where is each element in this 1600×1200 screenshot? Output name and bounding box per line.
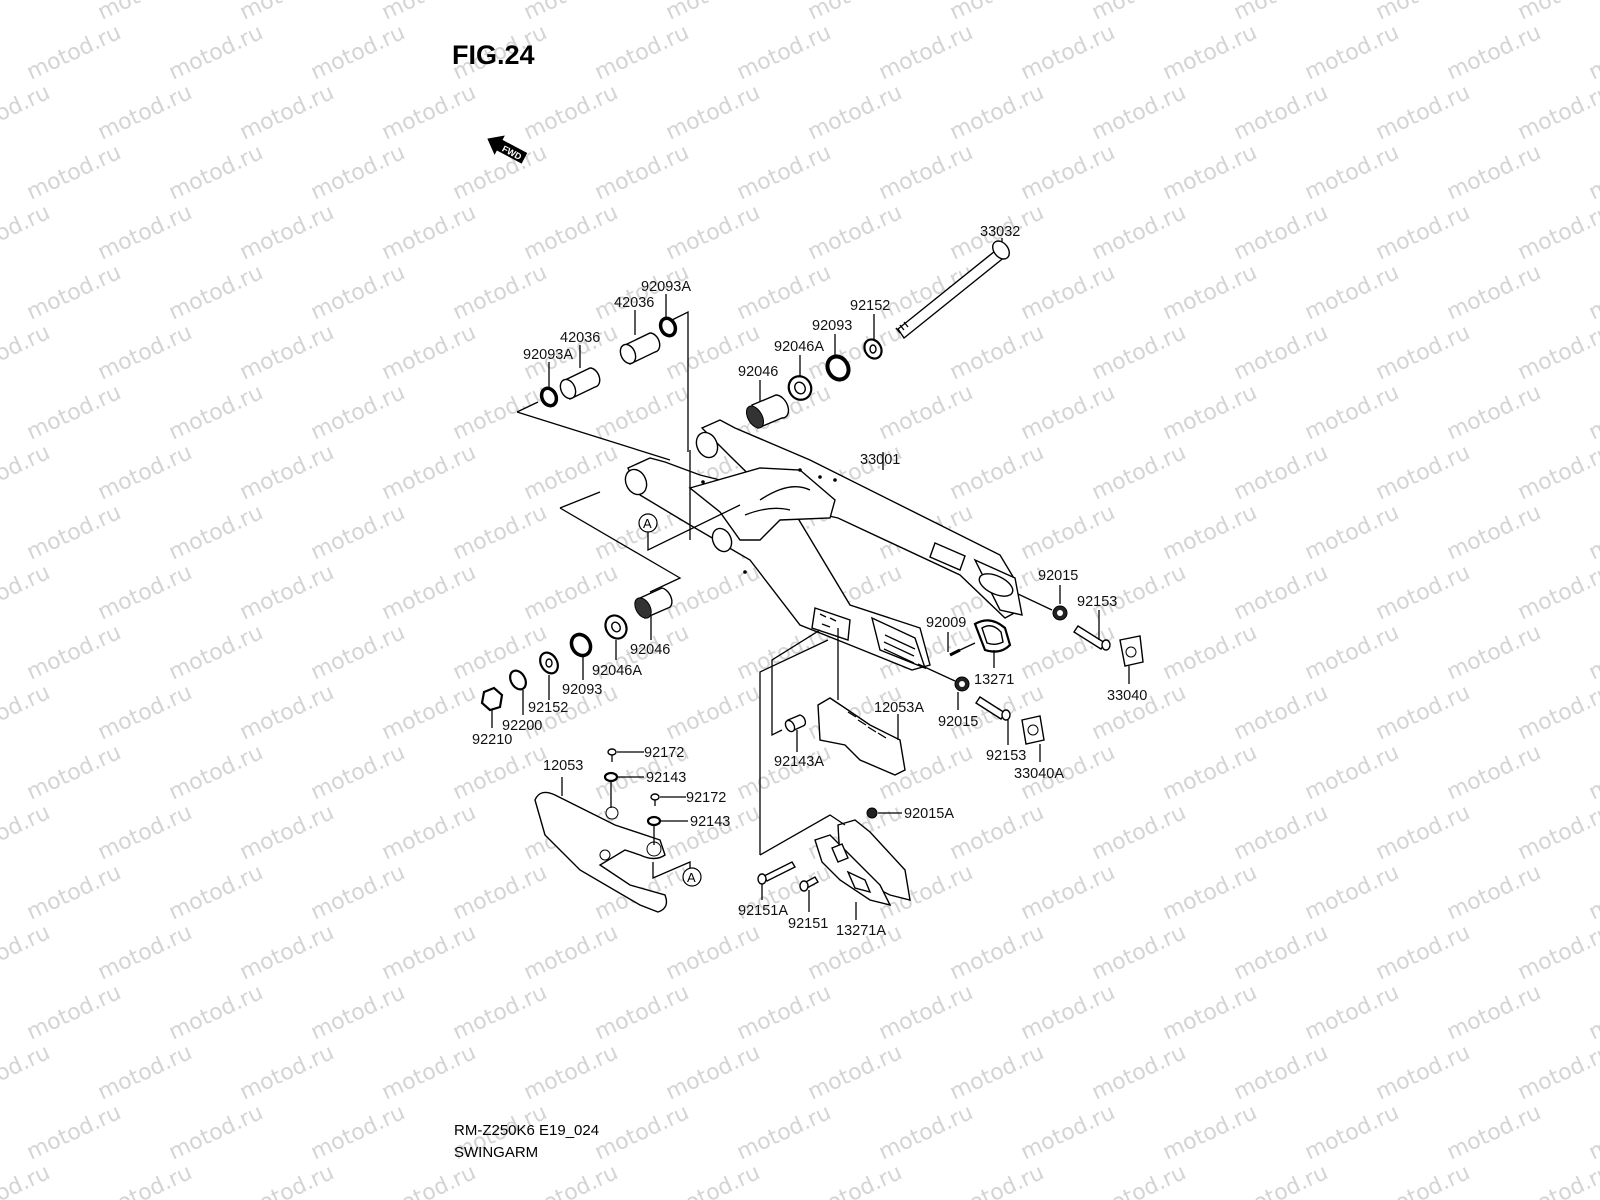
leader-line [559,507,682,593]
part-label-92093-low[interactable]: 92093 [562,682,602,698]
svg-text:A: A [687,870,696,885]
seal-92093-low[interactable] [568,631,595,680]
leader-line [671,310,689,452]
bushing-42036-right[interactable] [617,310,661,366]
chain-slider-12053A[interactable] [817,628,906,776]
part-label-92046-top[interactable]: 92046 [738,364,778,380]
adjuster-block-33040[interactable] [1119,635,1144,684]
part-label-33040A[interactable]: 33040A [1014,766,1064,782]
leader-line [771,629,821,737]
nut-92015A[interactable] [866,807,902,819]
part-label-92015A[interactable]: 92015A [904,806,954,822]
part-label-92046A-low[interactable]: 92046A [592,663,642,679]
part-label-92152-low[interactable]: 92152 [528,700,568,716]
bushing-42036-left[interactable] [557,345,601,401]
washer-92152-top[interactable] [861,314,885,362]
swingarm-33001[interactable] [621,419,1023,671]
part-label-92015-right[interactable]: 92015 [1038,568,1078,584]
part-label-92093A-right[interactable]: 92093A [641,279,691,295]
needle-bearing-92046-top[interactable] [743,380,790,431]
chain-guide-plate-13271[interactable] [959,619,1012,668]
needle-bearing-92046-low[interactable] [631,587,673,640]
part-label-92046-low[interactable]: 92046 [630,642,670,658]
leader-line [516,411,671,461]
seal-92093A-left[interactable] [539,362,559,408]
part-label-92093A-left[interactable]: 92093A [523,347,573,363]
nut-92210[interactable] [480,686,504,728]
part-label-12053A[interactable]: 12053A [874,700,924,716]
forward-direction-arrow: FWD [487,135,528,164]
part-label-12053[interactable]: 12053 [543,758,583,774]
part-label-33001[interactable]: 33001 [860,452,900,468]
bolt-92151[interactable] [799,876,819,912]
chain-guide-13271A[interactable] [814,819,911,920]
pivot-shaft-33032[interactable] [895,238,1013,340]
washer-92200[interactable] [507,668,529,715]
part-label-92172-a[interactable]: 92172 [644,745,684,761]
part-label-42036-left[interactable]: 42036 [560,330,600,346]
adjuster-block-33040A[interactable] [1021,715,1045,762]
part-label-92151[interactable]: 92151 [788,916,828,932]
leader-line [759,639,829,855]
section-name: SWINGARM [454,1144,538,1161]
chain-guide-arm-12053[interactable] [534,777,668,913]
bolt-92153-low[interactable] [975,696,1011,745]
part-label-33040[interactable]: 33040 [1107,688,1147,704]
part-label-92210[interactable]: 92210 [472,732,512,748]
seal-92093A-right[interactable] [658,294,678,338]
part-label-13271[interactable]: 13271 [974,672,1014,688]
nut-92015-low[interactable] [917,663,970,710]
part-label-92143-a[interactable]: 92143 [646,770,686,786]
svg-text:A: A [643,516,652,531]
seal-92093-top[interactable] [823,334,852,383]
part-label-92143-b[interactable]: 92143 [690,814,730,830]
collar-92143-a[interactable] [603,771,644,808]
part-label-92093-top[interactable]: 92093 [812,318,852,334]
part-label-92046A-top[interactable]: 92046A [774,339,824,355]
collar-92143-b[interactable] [646,815,688,845]
part-label-33032[interactable]: 33032 [980,224,1020,240]
part-label-92200[interactable]: 92200 [502,718,542,734]
bearing-cover-92046A-low[interactable] [601,612,630,660]
part-label-42036-right[interactable]: 42036 [614,295,654,311]
part-label-92009[interactable]: 92009 [926,615,966,631]
collar-92143A[interactable] [784,714,807,752]
part-label-92151A[interactable]: 92151A [738,903,788,919]
part-label-92153-low[interactable]: 92153 [986,748,1026,764]
bolt-92151A[interactable] [757,861,796,900]
leader-line [559,491,601,509]
part-label-13271A[interactable]: 13271A [836,923,886,939]
bolt-92172-b[interactable] [650,793,686,806]
part-label-92152-top[interactable]: 92152 [850,298,890,314]
part-label-92015-low[interactable]: 92015 [938,714,978,730]
model-code: RM-Z250K6 E19_024 [454,1122,599,1139]
nut-92015-right[interactable] [1017,585,1068,621]
figure-title: FIG.24 [452,40,535,70]
reference-marker-a-upper: A [638,504,741,552]
part-label-92172-b[interactable]: 92172 [686,790,726,806]
bolt-92172-a[interactable] [607,748,644,762]
reference-marker-a-lower: A [652,861,702,887]
bearing-cover-92046A-top[interactable] [784,355,815,404]
part-label-92143A[interactable]: 92143A [774,754,824,770]
washer-92152-low[interactable] [537,649,562,700]
cotter-pin-92009[interactable] [947,632,961,657]
leader-line [516,401,539,413]
bolt-92153-right[interactable] [1073,610,1111,651]
part-label-92153-right[interactable]: 92153 [1077,594,1117,610]
leader-line [759,814,846,856]
